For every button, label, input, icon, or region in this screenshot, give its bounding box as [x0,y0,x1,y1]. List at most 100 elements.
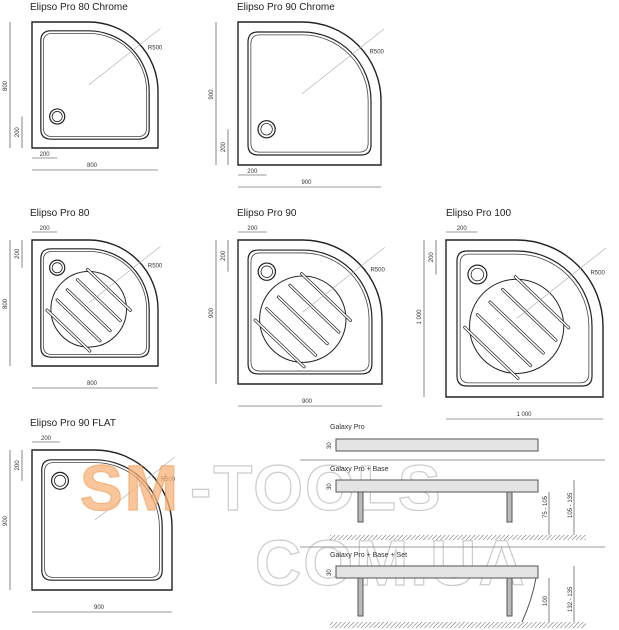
anti-slip-rib [501,288,557,342]
tray-basin [44,462,160,578]
offset-y-label: 200 [15,127,21,138]
radius-label: R500 [148,46,163,52]
radius-leader [516,247,607,319]
anti-slip-rib [514,275,570,329]
offset-x-label: 200 [457,226,468,232]
depth-label: 900 [209,89,215,100]
watermark-sm: SM [80,452,180,524]
leg [357,577,364,617]
tray-basin [459,253,590,384]
tray-outline [237,21,382,166]
tray-outline [445,239,604,398]
offset-y-label: 200 [15,460,21,471]
radius-label: R500 [370,268,385,274]
anti-slip-rib [463,326,519,380]
anti-slip-rib [46,309,91,352]
radius-leader [302,28,385,94]
depth-label: 800 [3,80,9,91]
tray-rim [456,250,593,387]
anti-slip-rib [254,319,305,368]
offset-y-label: 200 [15,248,21,259]
panel-title: Elipso Pro 90 Chrome [237,2,335,13]
drain-inner [470,267,485,282]
total-range-label: 132 - 135 [568,586,574,612]
width-label: 800 [87,381,98,387]
leg [357,491,364,523]
leg [506,491,513,523]
anti-slip-rib [489,301,545,354]
anti-slip-rib [86,268,132,312]
drain-inner [54,474,67,487]
leg [506,577,513,617]
radius-label: R500 [161,477,176,483]
tray-profile [335,479,539,493]
depth-label: 900 [209,307,215,318]
drain-inner [51,262,63,274]
drain-inner [260,123,273,136]
shower-tray-panel: Elipso Pro 80 R500 800 800 200 200 [3,208,163,389]
galaxy-set-label: Galaxy Pro + Base + Set [330,552,407,559]
floor [330,622,586,628]
offset-x-label: 200 [247,226,258,232]
radius-leader [302,246,386,313]
leg-range-label: 75 - 105 [543,495,549,518]
galaxy-base-label: Galaxy Pro + Base [330,466,389,473]
panel-title: Elipso Pro 80 Chrome [30,2,128,13]
drain-inner [51,111,63,122]
tray-rim [247,31,372,156]
radius-leader [88,246,161,304]
panel-set-curve [521,577,537,623]
radius-label: R500 [590,271,605,277]
radius-leader [88,28,161,86]
panel-title: Elipso Pro 90 FLAT [30,418,116,429]
tray-basin [42,32,148,138]
radius-label: R500 [148,264,163,270]
width-label: 1 000 [517,412,533,418]
tray-basin [250,34,369,153]
panel-title: Elipso Pro 90 [237,208,297,219]
anti-slip-rib [265,307,317,357]
tray-rim [247,249,373,375]
width-label: 900 [302,399,313,405]
thickness-label: 30 [327,442,333,449]
tray-rim [40,248,150,358]
offset-y-label: 200 [429,252,435,263]
tray-outline [31,21,159,149]
width-label: 800 [87,163,98,169]
radius-leader [94,456,175,521]
offset-x-label: 200 [40,226,51,232]
width-label: 900 [302,180,313,186]
thickness-label: 30 [327,483,333,490]
anti-slip-rib [300,272,352,322]
shower-tray-panel: Elipso Pro 90 FLAT R500 900 900 200 200 [3,418,176,613]
offset-x-label: 200 [40,152,51,158]
radius-label: R500 [370,49,385,55]
anti-slip-rib [289,284,340,333]
depth-label: 800 [3,298,9,309]
tray-basin [42,250,148,356]
tray-rim [40,30,150,140]
tray-profile [335,565,539,579]
panel-title: Elipso Pro 80 [30,208,90,219]
depth-label: 900 [3,515,9,526]
drain-inner [260,265,273,278]
anti-slip-rib [277,296,329,345]
depth-label: 1 000 [417,309,423,325]
offset-y-label: 200 [221,141,227,152]
anti-slip-rib [66,289,111,332]
tray-outline [237,239,383,385]
anti-slip-rib [76,278,122,322]
tray-profile [335,438,539,452]
offset-x-label: 200 [41,436,52,442]
anti-slip-rib [476,313,532,367]
anti-slip-rib [56,299,101,342]
thickness-label: 30 [327,569,333,576]
width-label: 900 [94,605,105,611]
leg-height-label: 100 [543,595,549,606]
galaxy-pro-label: Galaxy Pro [330,424,365,431]
tray-rim [41,459,163,581]
tray-outline [31,239,159,367]
